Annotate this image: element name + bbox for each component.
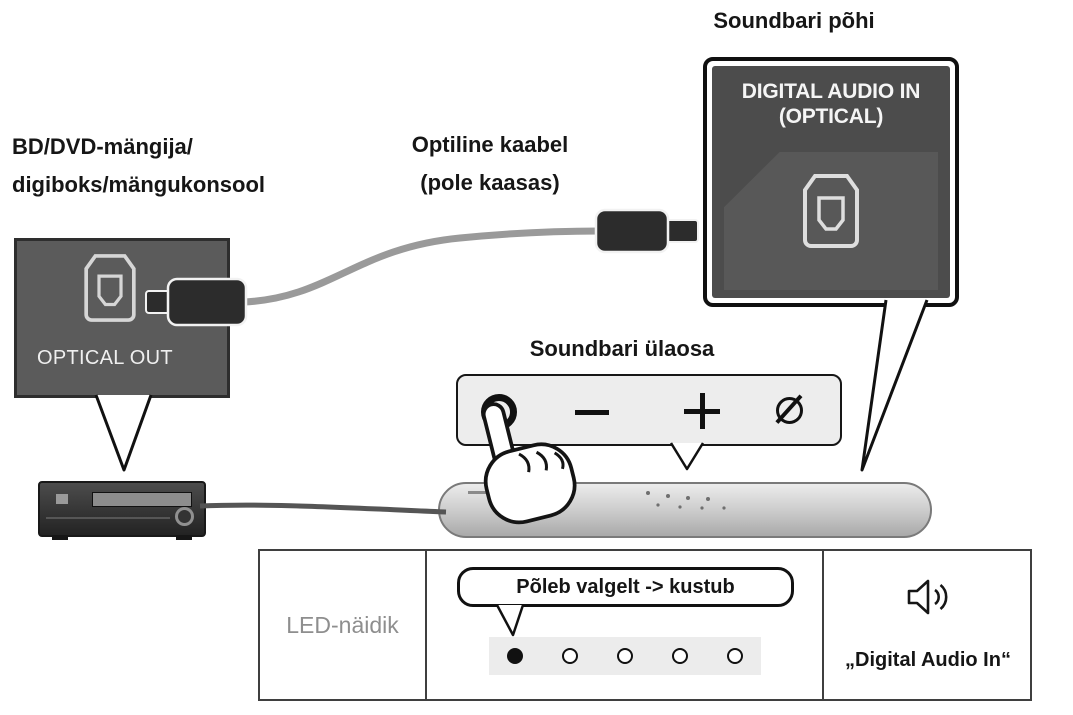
led-indicator-cell: LED-näidik: [260, 551, 427, 699]
digital-audio-in-line1: DIGITAL AUDIO IN: [741, 80, 921, 103]
led-dot-off: [617, 648, 633, 664]
optical-in-port-icon: [803, 174, 859, 248]
led-dot-off: [672, 648, 688, 664]
optical-out-port-icon: [84, 254, 136, 322]
soundbar-bottom-callout-tail: [860, 299, 929, 472]
source-device-box: OPTICAL OUT: [14, 238, 230, 398]
minus-icon: [575, 410, 609, 415]
led-state-callout: Põleb valgelt -> kustub: [457, 567, 794, 607]
digital-audio-in-line2: (OPTICAL): [778, 105, 884, 128]
soundbar-bottom-label: Soundbari põhi: [713, 8, 875, 33]
led-strip: [489, 637, 761, 675]
dvd-button: [56, 494, 68, 504]
optical-in-port-area: [724, 152, 938, 290]
led-dot-off: [562, 648, 578, 664]
dvd-foot: [52, 535, 68, 540]
led-state-cell: Põleb valgelt -> kustub: [427, 551, 824, 699]
cable-connector-left: [145, 277, 248, 327]
disc-tray: [92, 492, 192, 507]
optical-out-label: OPTICAL OUT: [37, 347, 173, 369]
led-indicator-label: LED-näidik: [286, 611, 399, 638]
dvd-seam: [46, 517, 170, 519]
source-callout-tail: [94, 394, 153, 472]
optical-cable-label-line1: Optiline kaabel: [411, 132, 569, 157]
digital-audio-in-title: DIGITAL AUDIO IN (OPTICAL): [712, 79, 950, 129]
optical-cable-label: Optiline kaabel (pole kaasas): [378, 126, 602, 202]
source-device-label-line1: BD/DVD-mängija/: [12, 134, 193, 159]
dvd-knob: [175, 507, 194, 526]
source-device-label: BD/DVD-mängija/ digiboks/mängukonsool: [12, 128, 265, 204]
dvd-player: [38, 481, 206, 540]
led-status-table: LED-näidik Põleb valgelt -> kustub „Digi…: [258, 549, 1032, 701]
cable-connector-right: [594, 208, 699, 254]
power-icon: [776, 397, 803, 424]
soundbar-bottom-panel: DIGITAL AUDIO IN (OPTICAL): [712, 66, 950, 298]
led-dot-on: [507, 648, 523, 664]
audio-cable: [199, 502, 447, 515]
mode-cell: „Digital Audio In“: [824, 551, 1032, 699]
led-callout-tail: [495, 604, 525, 637]
pointing-hand-icon: [481, 402, 577, 525]
speaker-icon: [907, 579, 948, 615]
plus-icon: [684, 393, 720, 429]
optical-cable-label-line2: (pole kaasas): [420, 170, 560, 195]
panel-callout-tail: [669, 442, 705, 471]
soundbar-top-label: Soundbari ülaosa: [529, 336, 715, 361]
source-device-label-line2: digiboks/mängukonsool: [12, 172, 266, 197]
dvd-foot: [176, 535, 192, 540]
soundbar-detail: [468, 491, 726, 510]
optical-cable: [240, 227, 604, 306]
led-dot-off: [727, 648, 743, 664]
soundbar-bottom-callout: DIGITAL AUDIO IN (OPTICAL): [703, 57, 959, 307]
digital-audio-in-mode-label: „Digital Audio In“: [845, 649, 1011, 671]
